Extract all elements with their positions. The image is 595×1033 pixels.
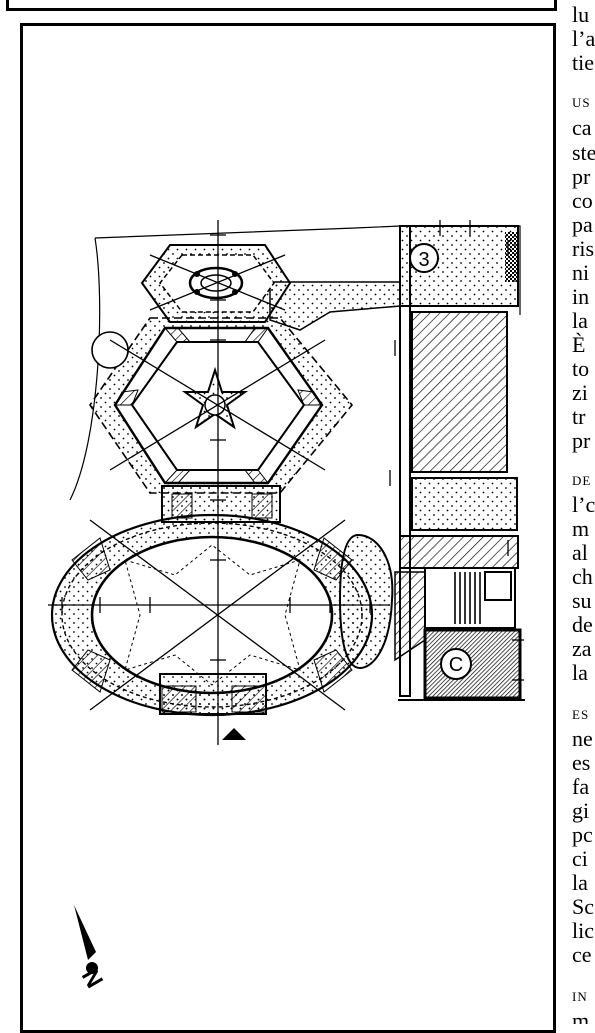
room-label-c: C: [449, 654, 463, 676]
room-label-3: 3: [418, 249, 429, 271]
text-line: ris: [572, 236, 594, 261]
north-label: N: [77, 963, 109, 992]
text-line: la: [572, 308, 588, 333]
text-line: co: [572, 188, 593, 213]
text-line: pa: [572, 212, 593, 237]
text-line: ci: [572, 846, 588, 871]
text-line: ce: [572, 942, 592, 967]
text-line: zi: [572, 380, 588, 405]
text-line: ne: [572, 726, 593, 751]
text-line: tie: [572, 50, 594, 75]
text-line: IN: [572, 989, 588, 1004]
text-line: ni: [572, 260, 590, 285]
text-line: ES: [572, 707, 590, 722]
east-wing: [398, 225, 525, 701]
text-line: pc: [572, 822, 593, 847]
text-line: DE: [572, 473, 592, 488]
text-line: za: [572, 636, 592, 661]
text-line: in: [572, 284, 590, 309]
text-line: l’a: [572, 26, 595, 51]
text-line: de: [572, 612, 593, 637]
text-line: pr: [572, 428, 591, 453]
oval-church: [50, 485, 426, 740]
top-frame: [6, 0, 557, 11]
text-line: to: [572, 356, 590, 381]
text-line: ch: [572, 564, 593, 589]
text-line: la: [572, 660, 588, 685]
text-line: ste: [572, 140, 595, 165]
text-line: la: [572, 870, 588, 895]
text-line: ca: [572, 115, 592, 140]
text-line: m: [572, 1008, 590, 1025]
text-line: tr: [572, 404, 586, 429]
text-line: US: [572, 95, 591, 110]
text-line: m: [572, 516, 590, 541]
text-line: l’c: [572, 492, 595, 517]
text-line: fa: [572, 774, 590, 799]
text-line: es: [572, 750, 591, 775]
text-line: pr: [572, 164, 591, 189]
text-line: gi: [572, 798, 590, 823]
text-line: È: [572, 332, 586, 357]
text-line: Sc: [572, 894, 594, 919]
text-line: lu: [572, 2, 590, 27]
text-line: al: [572, 540, 588, 565]
central-hexagon: [89, 317, 354, 494]
text-line: su: [572, 588, 592, 613]
north-arrow-icon: N: [74, 905, 109, 992]
text-line: lic: [572, 918, 594, 943]
